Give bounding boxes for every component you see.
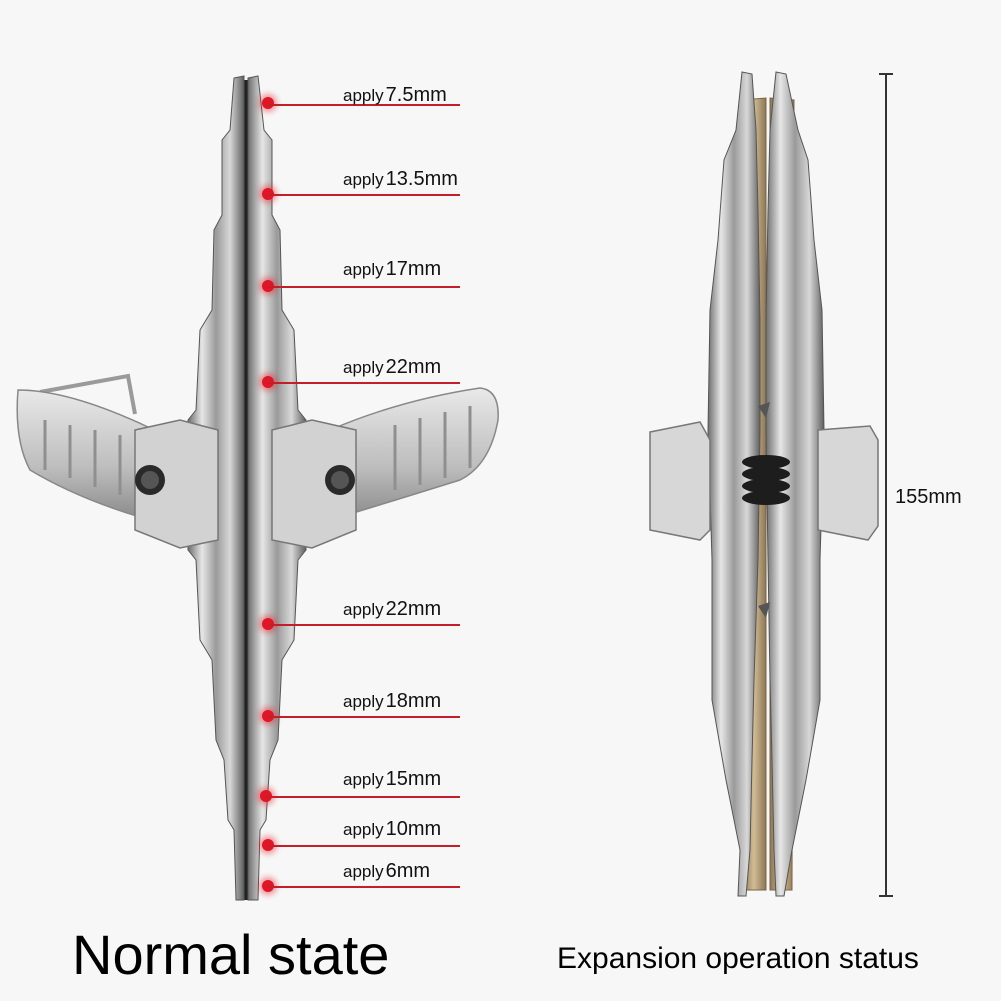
- label-value: 17mm: [385, 258, 442, 280]
- label-prefix: apply: [343, 260, 384, 279]
- size-label-6: apply 18mm: [343, 690, 441, 713]
- label-prefix: apply: [343, 86, 384, 105]
- label-prefix: apply: [343, 600, 384, 619]
- leader-line-9: [268, 886, 460, 888]
- caption-normal-state: Normal state: [72, 923, 390, 986]
- label-value: 7.5mm: [385, 84, 447, 106]
- leader-line-6: [268, 716, 460, 718]
- label-prefix: apply: [343, 862, 384, 881]
- leader-line-8: [268, 845, 460, 847]
- label-value: 6mm: [385, 860, 431, 882]
- size-label-4: apply 22mm: [343, 356, 441, 379]
- size-label-9: apply 6mm: [343, 860, 430, 883]
- size-label-8: apply 10mm: [343, 818, 441, 841]
- label-value: 22mm: [385, 598, 442, 620]
- label-value: 18mm: [385, 690, 442, 712]
- dimension-line: [885, 73, 887, 896]
- size-label-7: apply 15mm: [343, 768, 441, 791]
- size-label-5: apply 22mm: [343, 598, 441, 621]
- size-label-2: apply 13.5mm: [343, 168, 458, 191]
- size-label-3: apply 17mm: [343, 258, 441, 281]
- leader-line-2: [268, 194, 460, 196]
- label-value: 13.5mm: [385, 168, 458, 190]
- label-prefix: apply: [343, 692, 384, 711]
- dimension-label: 155mm: [893, 484, 964, 511]
- label-value: 15mm: [385, 768, 442, 790]
- leader-line-1: [268, 104, 460, 106]
- label-prefix: apply: [343, 820, 384, 839]
- caption-expansion-status: Expansion operation status: [557, 942, 919, 975]
- label-prefix: apply: [343, 170, 384, 189]
- leader-line-7: [266, 796, 460, 798]
- marker-1: [262, 97, 274, 109]
- leader-line-5: [268, 624, 460, 626]
- leader-line-3: [268, 286, 460, 288]
- leader-line-4: [268, 382, 460, 384]
- label-prefix: apply: [343, 770, 384, 789]
- dimension-cap-top: [879, 73, 893, 75]
- dimension-cap-bottom: [879, 895, 893, 897]
- size-label-1: apply 7.5mm: [343, 84, 447, 107]
- label-value: 10mm: [385, 818, 442, 840]
- label-prefix: apply: [343, 358, 384, 377]
- label-value: 22mm: [385, 356, 442, 378]
